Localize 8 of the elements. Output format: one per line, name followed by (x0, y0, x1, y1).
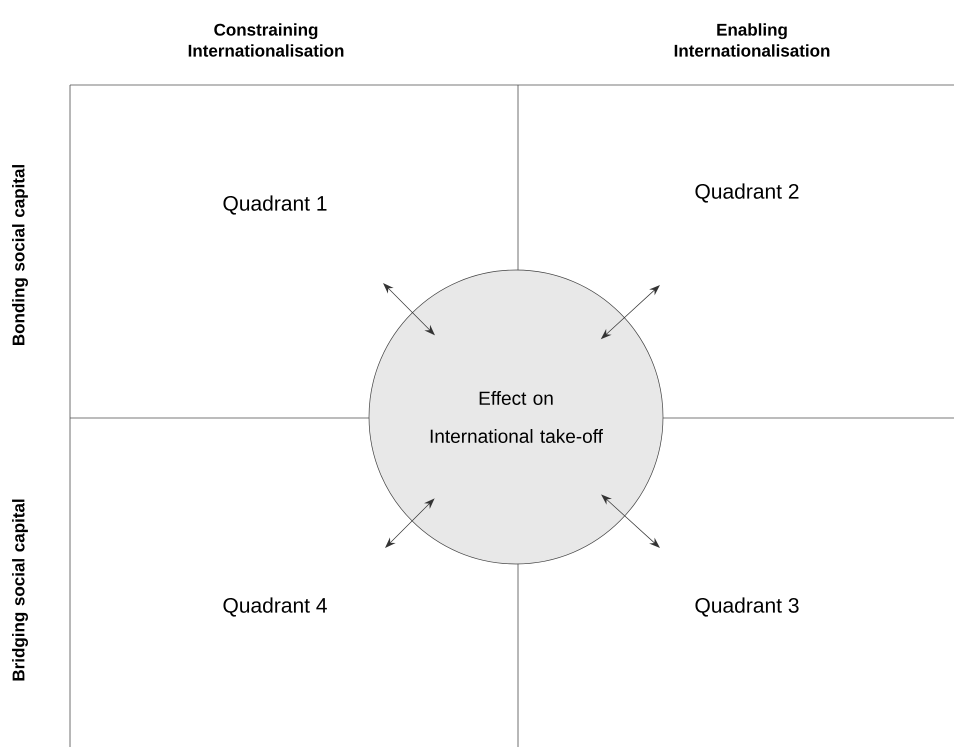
row-heading: Bridging social capital (12, 500, 28, 680)
quadrant-label: Quadrant 2 (695, 183, 798, 203)
quadrant-label: Quadrant 4 (223, 597, 327, 617)
column-heading: Enabling Internationalisation (674, 23, 830, 57)
column-heading: Constraining Internationalisation (188, 23, 344, 57)
quadrant-label: Quadrant 1 (223, 195, 326, 215)
row-heading: Bonding social capital (12, 165, 28, 345)
quadrant-label: Quadrant 3 (695, 597, 799, 617)
